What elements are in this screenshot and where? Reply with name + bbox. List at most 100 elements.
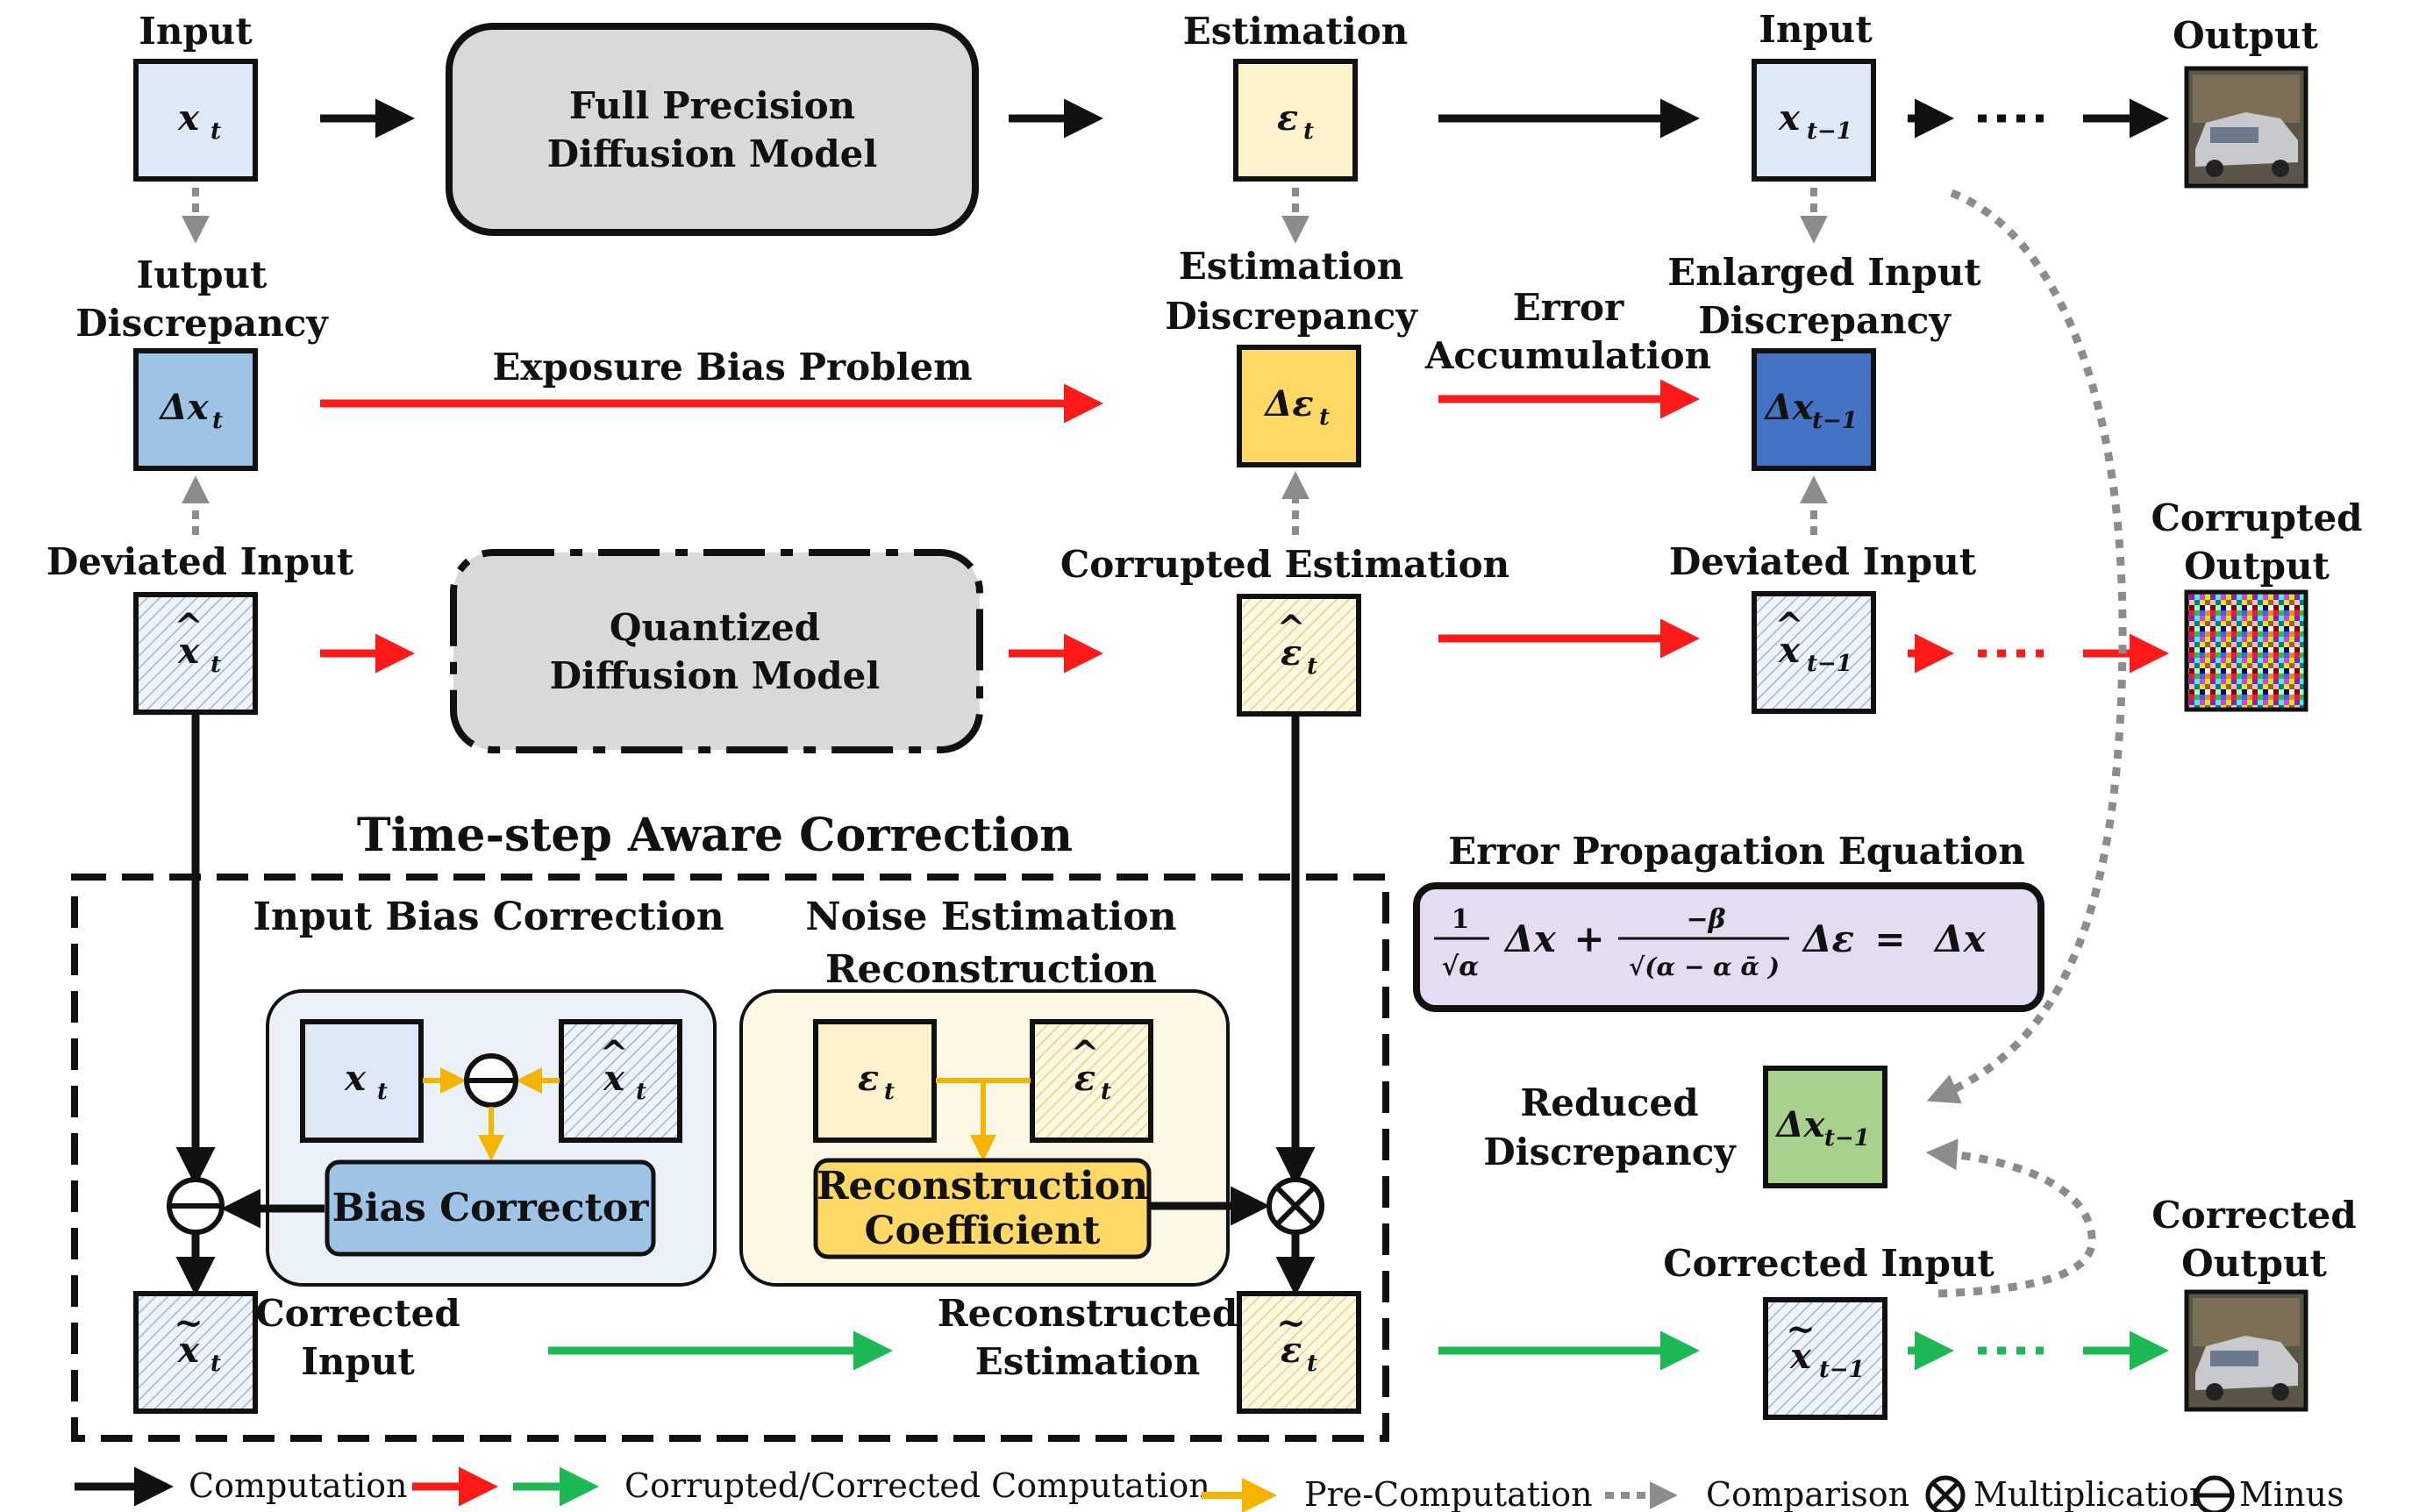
svg-text:ε: ε <box>1074 1058 1095 1099</box>
svg-text:t: t <box>1101 1079 1111 1105</box>
label-noise-est-recon-1: Noise Estimation <box>805 895 1176 939</box>
svg-text:t: t <box>884 1079 895 1105</box>
multiplication-operator <box>1267 1177 1324 1235</box>
svg-text:x: x <box>1789 1336 1812 1377</box>
label-input-bias-correction: Input Bias Correction <box>253 895 724 939</box>
svg-text:^: ^ <box>1774 605 1804 646</box>
svg-text:x: x <box>177 631 200 672</box>
label-corrupted-output-2: Output <box>2184 545 2330 588</box>
svg-text:ε: ε <box>858 1058 879 1099</box>
bias-corrector-block: Bias Corrector <box>325 1159 656 1257</box>
box-x-t: x t <box>133 59 258 182</box>
label-deviated-input-right: Deviated Input <box>1669 540 1977 583</box>
label-corrupted-output-1: Corrupted <box>2151 496 2362 539</box>
svg-text:x: x <box>177 97 200 139</box>
svg-text:Δx: Δx <box>1775 1104 1826 1145</box>
box-delta-x-t: Δx t <box>133 348 258 471</box>
svg-text:t: t <box>211 652 221 678</box>
label-corrupted-estimation: Corrupted Estimation <box>1060 543 1509 586</box>
svg-text:~: ~ <box>174 1302 203 1344</box>
box-delta-x-t-minus-1: Δx t−1 <box>1752 348 1876 471</box>
label-corrected-input-right: Corrected Input <box>1663 1242 1994 1285</box>
label-estimation: Estimation <box>1183 10 1409 53</box>
svg-text:t−1: t−1 <box>1807 118 1852 145</box>
legend-multiplication: Multiplication <box>1973 1475 2210 1512</box>
svg-text:^: ^ <box>1276 608 1306 649</box>
error-prop-title: Error Propagation Equation <box>1448 830 2024 873</box>
svg-text:ε: ε <box>1277 97 1298 139</box>
label-corrected-input-left-2: Input <box>301 1340 415 1383</box>
box-reduced-delta-x: Δx t−1 <box>1763 1066 1887 1188</box>
gray-curve-bottom-comparison <box>1925 1138 2096 1298</box>
svg-text:^: ^ <box>174 606 203 647</box>
label-enlarged-discrepancy-1: Enlarged Input <box>1667 251 1981 294</box>
svg-text:t: t <box>1307 653 1317 680</box>
svg-text:+: + <box>1573 917 1604 960</box>
legend-corrupted-corrected: Corrupted/Corrected Computation <box>624 1466 1210 1505</box>
tac-dashed-border <box>71 874 1389 1442</box>
svg-text:−β: −β <box>1686 904 1725 935</box>
svg-text:Δε: Δε <box>1263 383 1313 424</box>
svg-text:~: ~ <box>1786 1309 1816 1350</box>
legend-multiplication-icon <box>1925 1475 1966 1512</box>
box-x-t-minus-1: x t−1 <box>1752 59 1876 182</box>
svg-text:t−1: t−1 <box>1824 1125 1870 1152</box>
svg-text:x: x <box>177 1330 200 1371</box>
svg-text:t: t <box>211 1351 221 1377</box>
box-tilde-epsilon-t: ε ~ t <box>1237 1291 1361 1414</box>
svg-text:Coefficient: Coefficient <box>864 1209 1101 1253</box>
box-hat-epsilon-t: ε ^ t <box>1237 594 1361 717</box>
label-reconstructed-est-2: Estimation <box>975 1340 1201 1383</box>
minus-operator <box>167 1177 225 1235</box>
panel-box-epsilon-t: ε t <box>813 1019 937 1143</box>
svg-text:Quantized: Quantized <box>610 606 820 649</box>
svg-text:x: x <box>344 1058 367 1099</box>
label-estimation-discrepancy-2: Discrepancy <box>1165 295 1418 338</box>
svg-text:Δx: Δx <box>1933 917 1987 960</box>
corrected-output-car-image <box>2184 1289 2308 1412</box>
panel-box-x-t: x t <box>300 1019 424 1143</box>
svg-text:Bias Corrector: Bias Corrector <box>332 1186 650 1230</box>
panel-box-hat-epsilon-t: ε ^ t <box>1030 1019 1153 1143</box>
svg-text:Δx: Δx <box>1764 387 1815 428</box>
box-delta-epsilon-t: Δε t <box>1237 345 1361 467</box>
svg-text:ε: ε <box>1281 1330 1302 1371</box>
svg-text:√α: √α <box>1442 952 1480 982</box>
svg-text:Full Precision: Full Precision <box>569 84 855 127</box>
svg-text:t: t <box>377 1079 388 1105</box>
svg-text:^: ^ <box>1070 1033 1100 1074</box>
svg-text:t−1: t−1 <box>1807 651 1852 677</box>
legend-minus-icon <box>2194 1475 2235 1512</box>
box-tilde-x-t-minus-1: x ~ t−1 <box>1763 1297 1887 1420</box>
label-corrected-output-1: Corrected <box>2151 1194 2356 1237</box>
svg-text:x: x <box>1778 630 1801 671</box>
svg-text:Diffusion Model: Diffusion Model <box>550 654 881 697</box>
reconstruction-coefficient-block: Reconstruction Coefficient <box>813 1158 1152 1259</box>
svg-text:t: t <box>1303 118 1314 145</box>
label-error-accumulation-1: Error <box>1513 286 1624 329</box>
svg-text:~: ~ <box>1276 1302 1306 1344</box>
legend-comparison: Comparison <box>1706 1475 1909 1512</box>
label-error-accumulation-2: Accumulation <box>1424 334 1711 377</box>
tac-title: Time-step Aware Correction <box>357 809 1073 862</box>
svg-text:t: t <box>636 1079 646 1105</box>
label-exposure-bias: Exposure Bias Problem <box>492 346 972 389</box>
svg-text:t−1: t−1 <box>1819 1357 1865 1383</box>
corrupted-output-noise-image <box>2184 589 2308 712</box>
svg-text:t: t <box>1319 404 1330 431</box>
svg-text:Δx: Δx <box>1503 917 1557 960</box>
svg-text:Δε: Δε <box>1802 917 1854 960</box>
label-input-discrepancy-2: Discrepancy <box>75 302 329 345</box>
label-input-discrepancy-1: Iutput <box>137 253 268 296</box>
svg-text:t: t <box>211 118 221 145</box>
box-epsilon-t: ε t <box>1233 59 1358 182</box>
svg-text:√(α − α ᾱ ): √(α − α ᾱ ) <box>1629 952 1780 981</box>
svg-text:t−1: t−1 <box>1812 408 1858 434</box>
svg-text:t: t <box>1307 1351 1317 1377</box>
svg-text:=: = <box>1874 917 1905 960</box>
output-car-image <box>2184 66 2308 189</box>
legend: Computation Corrupted/Corrected Computat… <box>75 1466 2344 1512</box>
label-reconstructed-est-1: Reconstructed <box>938 1292 1238 1335</box>
error-prop-equation: 1 √α Δx + −β √(α − α ᾱ ) Δε = Δx <box>1413 882 2044 1012</box>
box-hat-x-t-minus-1: x ^ t−1 <box>1752 591 1876 714</box>
